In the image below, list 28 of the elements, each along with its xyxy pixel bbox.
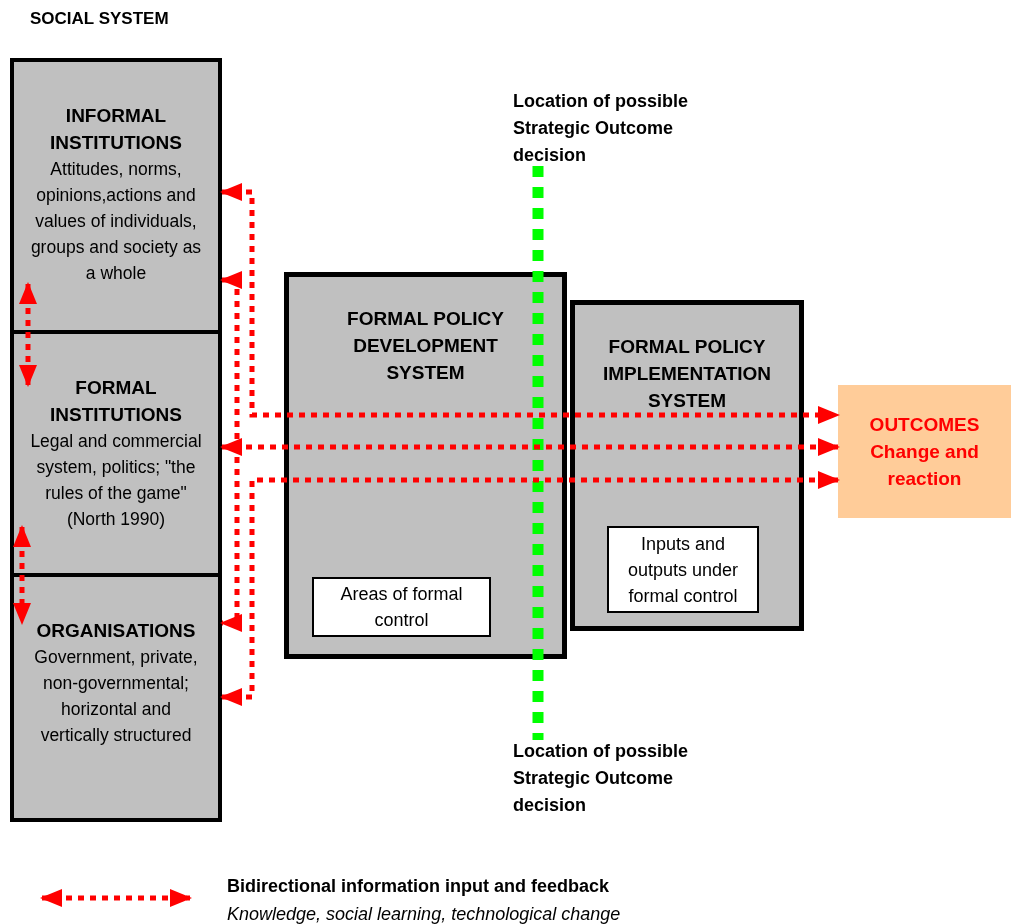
box-heading: FORMAL POLICY DEVELOPMENT SYSTEM (346, 307, 505, 385)
diagram-title: SOCIAL SYSTEM (30, 8, 169, 30)
feedback-arrow (220, 183, 840, 424)
control-box (312, 577, 491, 637)
decision-note: Location of possible Strategic Outcome decision (513, 90, 689, 167)
box-text: Areas of formal control (339, 583, 464, 632)
box-text: Inputs and outputs under formal control (626, 532, 740, 608)
box-heading: INFORMAL INSTITUTIONS (49, 104, 183, 155)
feedback-arrow (220, 471, 840, 706)
outcome-box (838, 385, 1011, 518)
legend-text: Bidirectional information input and feedback (227, 875, 610, 898)
legend-subtext: Knowledge, social learning, technological change (227, 903, 621, 924)
system-box (570, 300, 804, 631)
box-text: Change and reaction (869, 440, 980, 491)
system-box (284, 272, 567, 659)
decision-note: Location of possible Strategic Outcome decision (513, 740, 689, 817)
feedback-arrow (220, 271, 242, 632)
control-box (607, 526, 759, 613)
box-heading: ORGANISATIONS (36, 619, 196, 643)
feedback-arrow (19, 282, 37, 387)
box-heading: FORMAL POLICY IMPLEMENTATION SYSTEM (602, 335, 772, 413)
box-text: Government, private, non-governmental; horizontal and vertically structured (33, 646, 199, 747)
feedback-arrow (13, 525, 31, 625)
box-text: Attitudes, norms, opinions,actions and values of individuals, groups and society as a whole (29, 158, 203, 285)
box-text: Legal and commercial system, politics; "the rules of the game" (North 1990) (29, 430, 203, 531)
feedback-arrow (220, 438, 840, 456)
outcome-heading: OUTCOMES (869, 413, 980, 437)
box-heading: FORMAL INSTITUTIONS (49, 376, 183, 427)
